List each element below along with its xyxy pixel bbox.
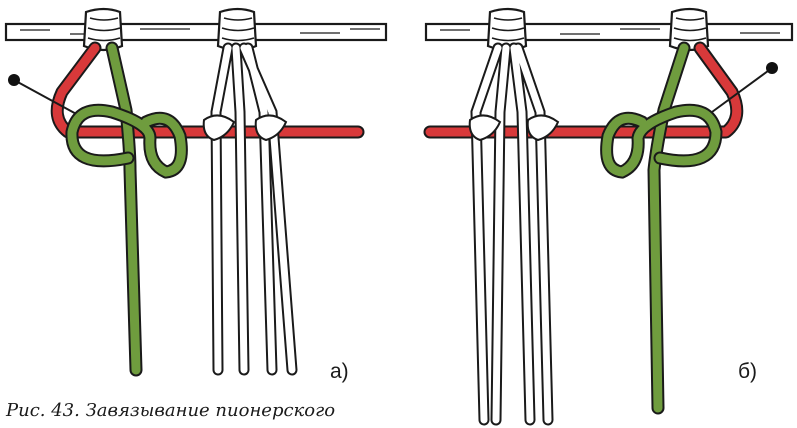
figure-caption: Рис. 43. Завязывание пионерского xyxy=(5,400,335,421)
holding-bar-a xyxy=(6,24,386,40)
green-cord-a xyxy=(72,48,181,370)
panel-label-a: а) xyxy=(330,360,349,383)
panel-label-b: б) xyxy=(738,360,757,383)
panel-b: б) xyxy=(426,9,792,420)
green-cord-b xyxy=(607,48,716,408)
holding-bar-b xyxy=(426,24,792,40)
panel-a: а) xyxy=(6,9,386,383)
white-cords-a xyxy=(204,48,292,370)
white-cords-b xyxy=(470,48,558,420)
